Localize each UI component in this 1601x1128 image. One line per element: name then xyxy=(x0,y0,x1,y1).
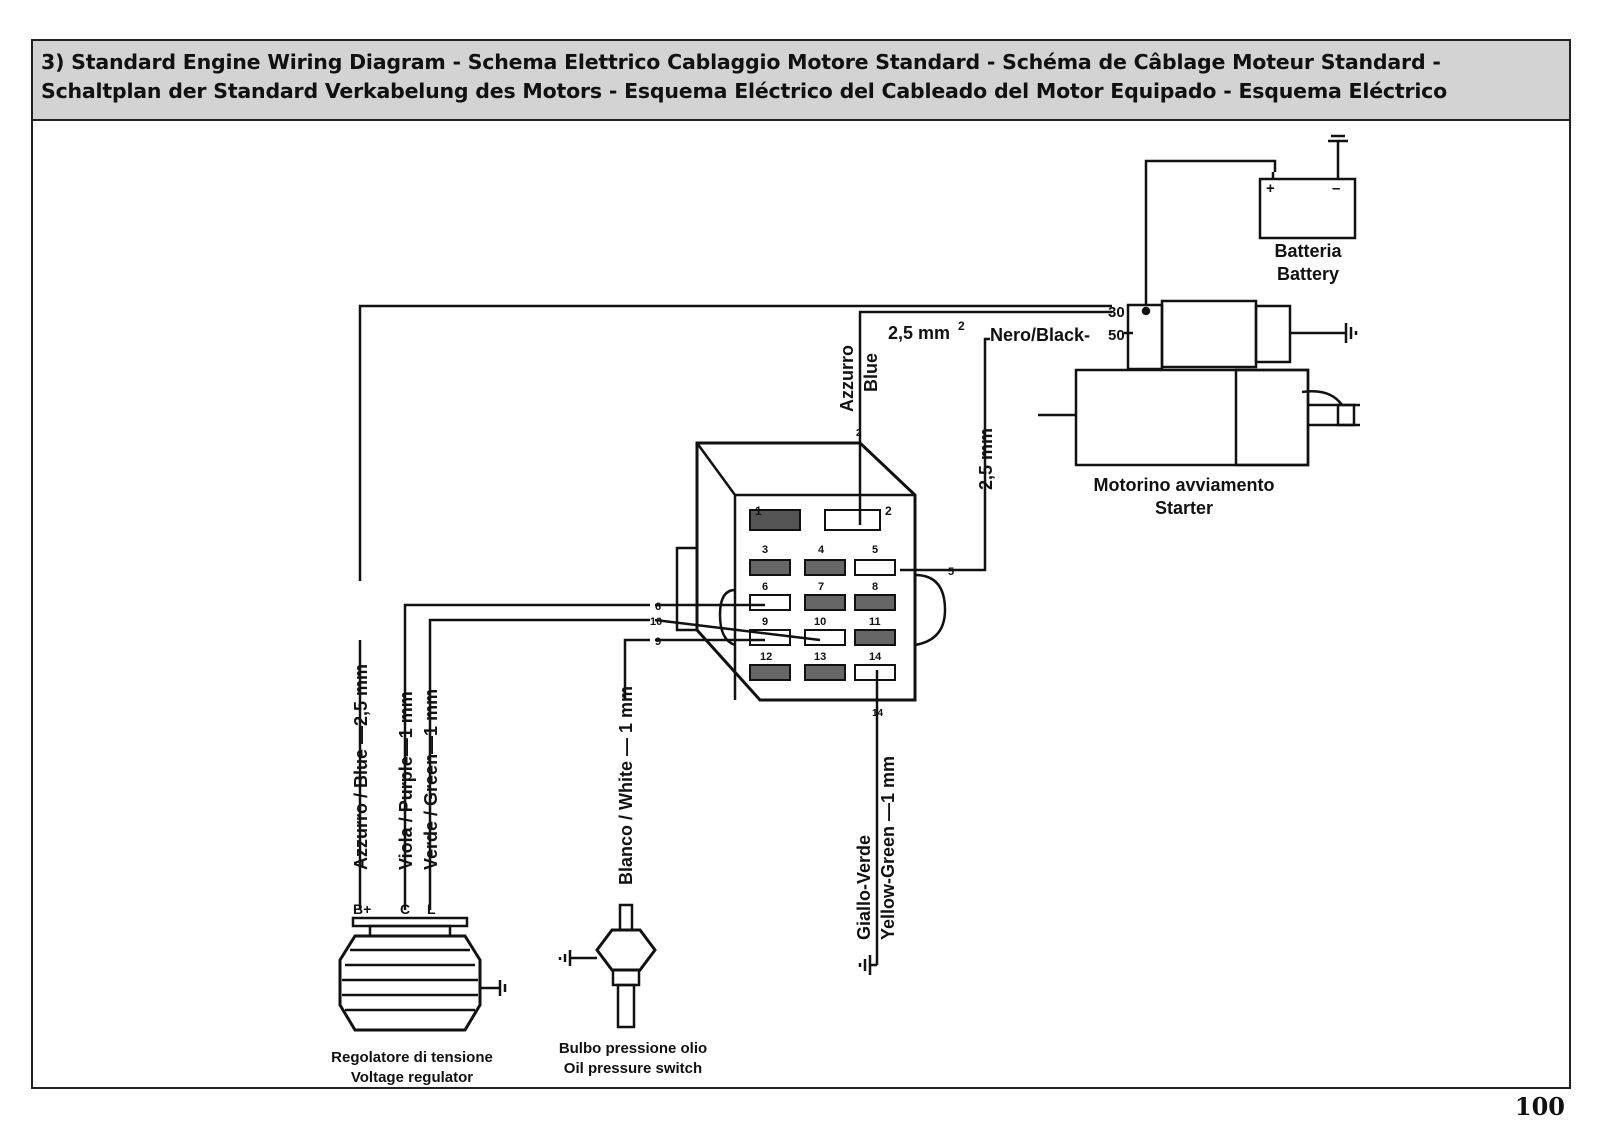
pin-5: 5 xyxy=(872,544,878,556)
title-line-1: 3) Standard Engine Wiring Diagram - Sche… xyxy=(41,50,1441,74)
wire-azzurro-pin2 xyxy=(858,310,1112,420)
pin-4: 4 xyxy=(818,544,825,556)
battery-minus: – xyxy=(1332,180,1340,197)
regulator-term-l: L xyxy=(427,901,436,917)
regulator-wire-label: Azzurro / Blue —2,5 mm xyxy=(351,664,371,870)
wire-pin6-regulator xyxy=(403,603,650,700)
battery-box xyxy=(1258,177,1357,240)
vert-25-label: 2,5 mm xyxy=(976,428,996,490)
ext-pin-10: 10 xyxy=(650,616,662,628)
wire-pin9-oilswitch xyxy=(623,638,650,700)
ext-pin-6: 6 xyxy=(655,601,661,613)
oil-switch-label-it: Bulbo pressione olio xyxy=(559,1040,707,1057)
starter-term-30: 30 xyxy=(1108,304,1125,321)
title-bar: 3) Standard Engine Wiring Diagram - Sche… xyxy=(33,41,1569,121)
azzurro-label: Azzurro xyxy=(837,345,857,412)
voltage-regulator xyxy=(338,916,507,1032)
diagram-frame: 3) Standard Engine Wiring Diagram - Sche… xyxy=(31,39,1571,1089)
ext-pin-14: 14 xyxy=(872,708,884,719)
pin-11: 11 xyxy=(869,616,881,628)
section-top-sup: 2 xyxy=(958,319,965,333)
page-number: 100 xyxy=(1514,1092,1565,1121)
starter-label-en: Starter xyxy=(1155,498,1213,518)
regulator-label-en: Voltage regulator xyxy=(351,1069,473,1086)
pin-8: 8 xyxy=(872,581,878,593)
pin-10: 10 xyxy=(814,616,826,628)
oil-pressure-switch xyxy=(558,903,657,1029)
battery-positive-wire xyxy=(1144,159,1277,306)
pin-13: 13 xyxy=(814,651,826,663)
starter-term-50: 50 xyxy=(1108,327,1125,344)
wire-pin10-regulator xyxy=(428,618,650,700)
regulator-label-it: Regolatore di tensione xyxy=(331,1049,493,1066)
title-line-2: Schaltplan der Standard Verkabelung des … xyxy=(41,79,1448,103)
pin-3: 3 xyxy=(762,544,768,556)
wire-nero-black xyxy=(945,337,990,572)
battery-label-it: Batteria xyxy=(1274,241,1342,261)
yellow-green-label: Yellow-Green —1 mm xyxy=(878,756,898,940)
verde-label: Verde / Green—1 mm xyxy=(421,689,441,870)
pin-12: 12 xyxy=(760,651,772,663)
starter-label-it: Motorino avviamento xyxy=(1093,475,1274,495)
giallo-verde-label: Giallo-Verde xyxy=(854,835,874,940)
pin-7: 7 xyxy=(818,581,824,593)
regulator-term-b: B+ xyxy=(353,901,371,917)
pin-14: 14 xyxy=(869,651,882,663)
connector-pins xyxy=(749,509,896,681)
nero-black-label: Nero/Black- xyxy=(990,325,1090,345)
oil-switch-label-en: Oil pressure switch xyxy=(564,1060,702,1077)
section-top-label: 2,5 mm xyxy=(888,323,950,343)
battery-label-en: Battery xyxy=(1277,264,1339,284)
ext-pin-5: 5 xyxy=(948,566,954,578)
pin-1: 1 xyxy=(755,504,762,518)
blue-label: Blue xyxy=(861,353,881,392)
pin-6: 6 xyxy=(762,581,768,593)
ext-pin-9: 9 xyxy=(655,636,661,648)
bianco-label: Blanco / White — 1 mm xyxy=(616,686,636,885)
regulator-term-c: C xyxy=(400,901,410,917)
battery-plus: + xyxy=(1266,180,1275,197)
starter-motor xyxy=(1038,299,1360,467)
wire-azzurro-regulator xyxy=(358,304,1112,581)
viola-label: Viola / Purple—1 mm xyxy=(396,691,416,870)
pin-9: 9 xyxy=(762,616,768,628)
pin-2: 2 xyxy=(885,504,892,518)
ext-pin-2: 2 xyxy=(856,428,862,439)
